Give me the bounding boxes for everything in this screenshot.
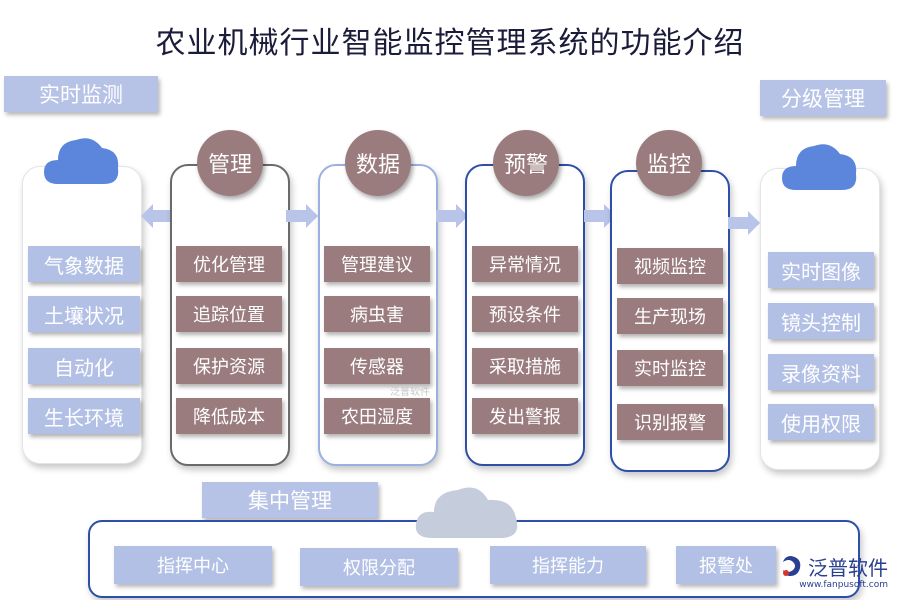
column-item: 采取措施: [472, 348, 578, 384]
arrow-right-icon: [584, 204, 616, 228]
left-item: 生长环境: [28, 398, 140, 434]
brand-logo: 泛普软件: [778, 552, 888, 581]
right-item: 实时图像: [768, 252, 874, 288]
cloud-icon: [415, 487, 518, 538]
brand-swirl-icon: [783, 555, 801, 576]
column-item: 视频监控: [617, 248, 723, 284]
column-item: 实时监控: [617, 350, 723, 386]
brand-url: www.fanpusoft.com: [799, 580, 888, 590]
column-item: 病虫害: [324, 296, 430, 332]
column-item: 异常情况: [472, 246, 578, 282]
cloud-icon: [782, 144, 857, 190]
column-item: 传感器: [324, 348, 430, 384]
left-item: 自动化: [28, 348, 140, 384]
right-item: 录像资料: [768, 354, 874, 390]
left-item: 土壤状况: [28, 296, 140, 332]
arrow-right-icon: [286, 204, 318, 228]
realtime-monitor-label: 实时监测: [4, 76, 158, 112]
bottom-item: 报警处: [676, 546, 776, 584]
column-item: 优化管理: [176, 246, 282, 282]
page-title: 农业机械行业智能监控管理系统的功能介绍: [155, 26, 745, 61]
column-head: 管理: [197, 130, 263, 196]
bottom-item: 权限分配: [300, 548, 458, 586]
left-item: 气象数据: [28, 246, 140, 282]
cloud-icon: [44, 138, 119, 184]
arrow-left-icon: [141, 204, 173, 228]
bottom-item: 指挥中心: [114, 546, 272, 584]
central-management-label: 集中管理: [202, 482, 378, 518]
column-item: 预设条件: [472, 296, 578, 332]
bottom-item: 指挥能力: [490, 546, 646, 584]
brand-name: 泛普软件: [808, 556, 888, 580]
arrow-right-icon: [728, 211, 760, 235]
right-item: 使用权限: [768, 404, 874, 440]
column-item: 追踪位置: [176, 296, 282, 332]
column-head: 预警: [493, 130, 559, 196]
column-item: 降低成本: [176, 398, 282, 434]
right-item: 镜头控制: [768, 303, 874, 339]
arrow-right-icon: [436, 204, 468, 228]
column-item: 生产现场: [617, 298, 723, 334]
column-item: 农田湿度: [324, 398, 430, 434]
watermark: 泛普软件: [390, 387, 430, 398]
column-item: 保护资源: [176, 348, 282, 384]
tiered-management-label: 分级管理: [760, 80, 886, 116]
column-item: 管理建议: [324, 246, 430, 282]
column-item: 识别报警: [617, 404, 723, 440]
column-item: 发出警报: [472, 398, 578, 434]
column-head: 数据: [345, 130, 411, 196]
column-head: 监控: [636, 130, 702, 196]
